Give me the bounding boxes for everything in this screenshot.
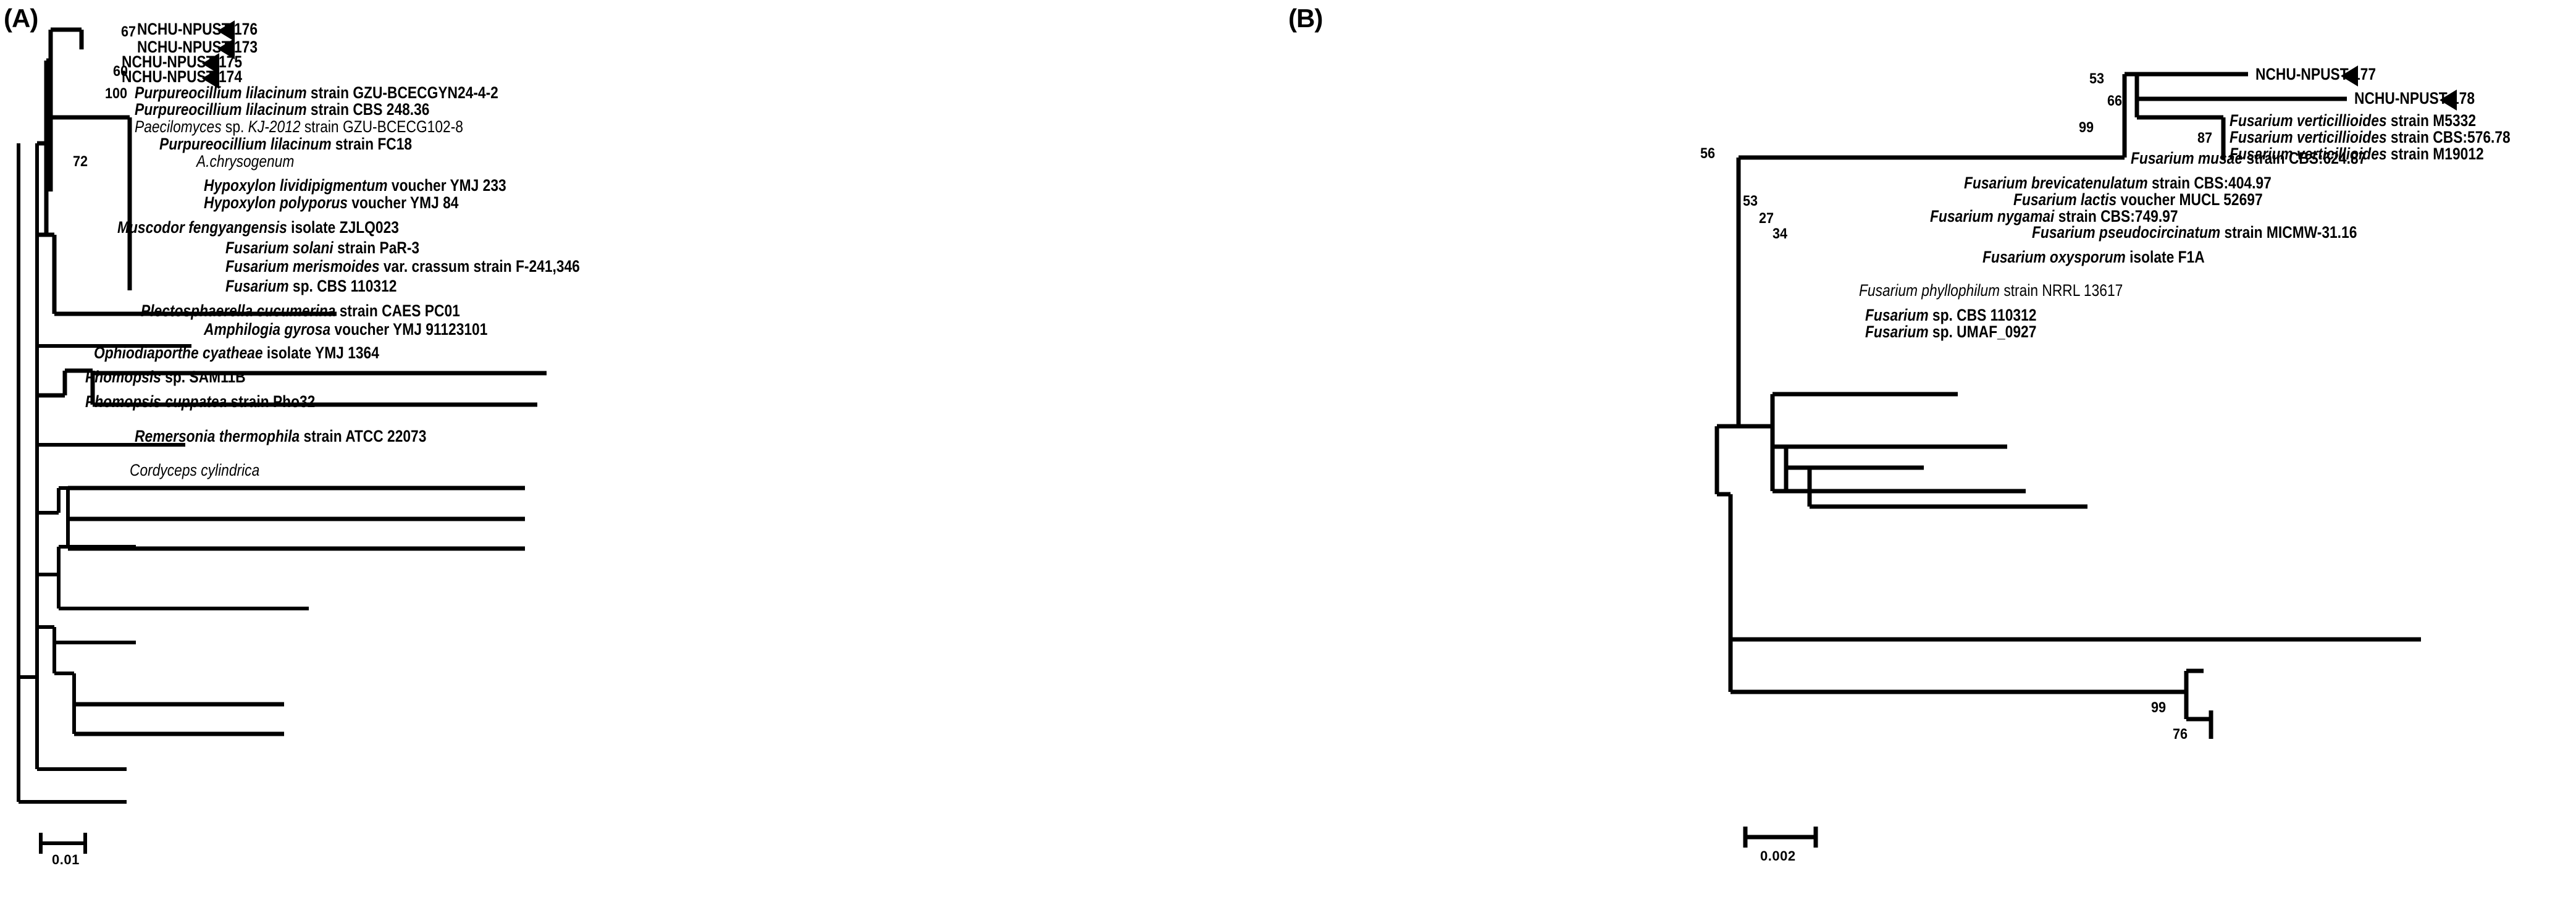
bootstrap-value: 87 — [2197, 130, 2213, 146]
taxon-label: Cordyceps cylindrica — [130, 461, 260, 479]
taxon-label: Fusarium pseudocircinatum strain MICMW-3… — [2032, 223, 2357, 242]
panel-b: (B) — [1285, 0, 2576, 897]
taxon-label: Remersonia thermophila strain ATCC 22073 — [135, 427, 427, 445]
taxon-label: Fusarium sp. UMAF_0927 — [1865, 322, 2037, 341]
bootstrap-value: 99 — [2151, 699, 2167, 716]
taxon-label: Muscodor fengyangensis isolate ZJLQ023 — [117, 218, 399, 237]
panel-b-tree-lines — [1714, 72, 2421, 739]
taxon-label: Plectosphaerella cucumerina strain CAES … — [141, 301, 460, 320]
taxon-label: Fusarium verticillioides strain M5332 — [2230, 111, 2476, 130]
bootstrap-value: 66 — [2107, 93, 2123, 109]
taxon-label: Fusarium musae strain CBS:624.87 — [2131, 149, 2367, 167]
bootstrap-value: 76 — [2173, 726, 2188, 743]
bootstrap-value: 100 — [105, 85, 128, 102]
sample-marker-arrow-icon — [202, 68, 219, 89]
panel-a-scale-value: 0.01 — [52, 852, 80, 867]
taxon-label: Fusarium merismoides var. crassum strain… — [225, 257, 580, 276]
taxon-label: Amphilogia gyrosa voucher YMJ 91123101 — [204, 320, 488, 339]
taxon-label: A.chrysogenum — [196, 152, 295, 171]
taxon-label: NCHU-NPUST-174 — [122, 67, 243, 86]
bootstrap-value: 56 — [1700, 145, 1716, 162]
taxon-label: NCHU-NPUST-176 — [137, 20, 258, 38]
panel-a-scale-bar — [39, 833, 87, 854]
taxon-label: Fusarium sp. CBS 110312 — [1865, 306, 2037, 324]
panel-a-tree-lines — [17, 27, 547, 804]
taxon-label: Purpureocillium lilacinum strain CBS 248… — [135, 100, 430, 119]
bootstrap-value: 99 — [2079, 119, 2094, 136]
taxon-label: Hypoxylon polyporus voucher YMJ 84 — [204, 193, 459, 212]
taxon-label: Purpureocillium lilacinum strain FC18 — [159, 135, 413, 153]
panel-b-scale-bar — [1743, 827, 1818, 848]
taxon-label: NCHU-NPUST-175 — [122, 53, 243, 71]
bootstrap-value: 53 — [1743, 193, 1758, 209]
taxon-label: Hypoxylon lividipigmentum voucher YMJ 23… — [204, 176, 506, 195]
bootstrap-value: 60 — [113, 63, 128, 80]
taxon-label: Fusarium solani strain PaR-3 — [225, 238, 420, 257]
bootstrap-value: 67 — [121, 23, 136, 40]
taxon-label: Fusarium oxysporum isolate F1A — [1982, 248, 2205, 266]
taxon-label: Purpureocillium lilacinum strain GZU-BCE… — [135, 83, 498, 102]
panel-b-label: (B) — [1288, 4, 1323, 33]
taxon-label: Fusarium verticillioides strain CBS:576.… — [2230, 128, 2511, 146]
panel-a-label: (A) — [4, 4, 38, 33]
sample-marker-arrow-icon — [2341, 65, 2358, 86]
bootstrap-value: 34 — [1773, 225, 1788, 242]
taxon-label: Fusarium verticillioides strain M19012 — [2230, 145, 2484, 163]
taxon-label: NCHU-NPUST-173 — [137, 38, 258, 56]
panel-a: (A) — [0, 0, 1285, 897]
taxon-label: Fusarium lactis voucher MUCL 52697 — [2013, 190, 2263, 209]
taxon-label: Ophiodiaporthe cyatheae isolate YMJ 1364 — [94, 343, 379, 362]
taxon-label: Phomopsis cuppatea strain Pho32 — [85, 392, 316, 411]
taxon-label: Fusarium phyllophilum strain NRRL 13617 — [1859, 281, 2123, 300]
taxon-label: Fusarium brevicatenulatum strain CBS:404… — [1964, 174, 2272, 192]
taxon-label: Fusarium nygamai strain CBS:749.97 — [1930, 207, 2178, 225]
sample-marker-arrow-icon — [2440, 90, 2457, 111]
sample-marker-arrow-icon — [217, 20, 235, 41]
bootstrap-value: 53 — [2089, 70, 2105, 87]
taxon-label: Fusarium sp. CBS 110312 — [225, 277, 397, 295]
bootstrap-value: 27 — [1759, 210, 1774, 227]
sample-marker-arrow-icon — [217, 38, 235, 59]
taxon-label: Paecilomyces sp. KJ-2012 strain GZU-BCEC… — [135, 117, 463, 136]
bootstrap-value: 72 — [73, 153, 88, 170]
panel-b-scale-value: 0.002 — [1760, 848, 1796, 864]
taxon-label: Phomopsis sp. SAM11B — [85, 368, 246, 386]
